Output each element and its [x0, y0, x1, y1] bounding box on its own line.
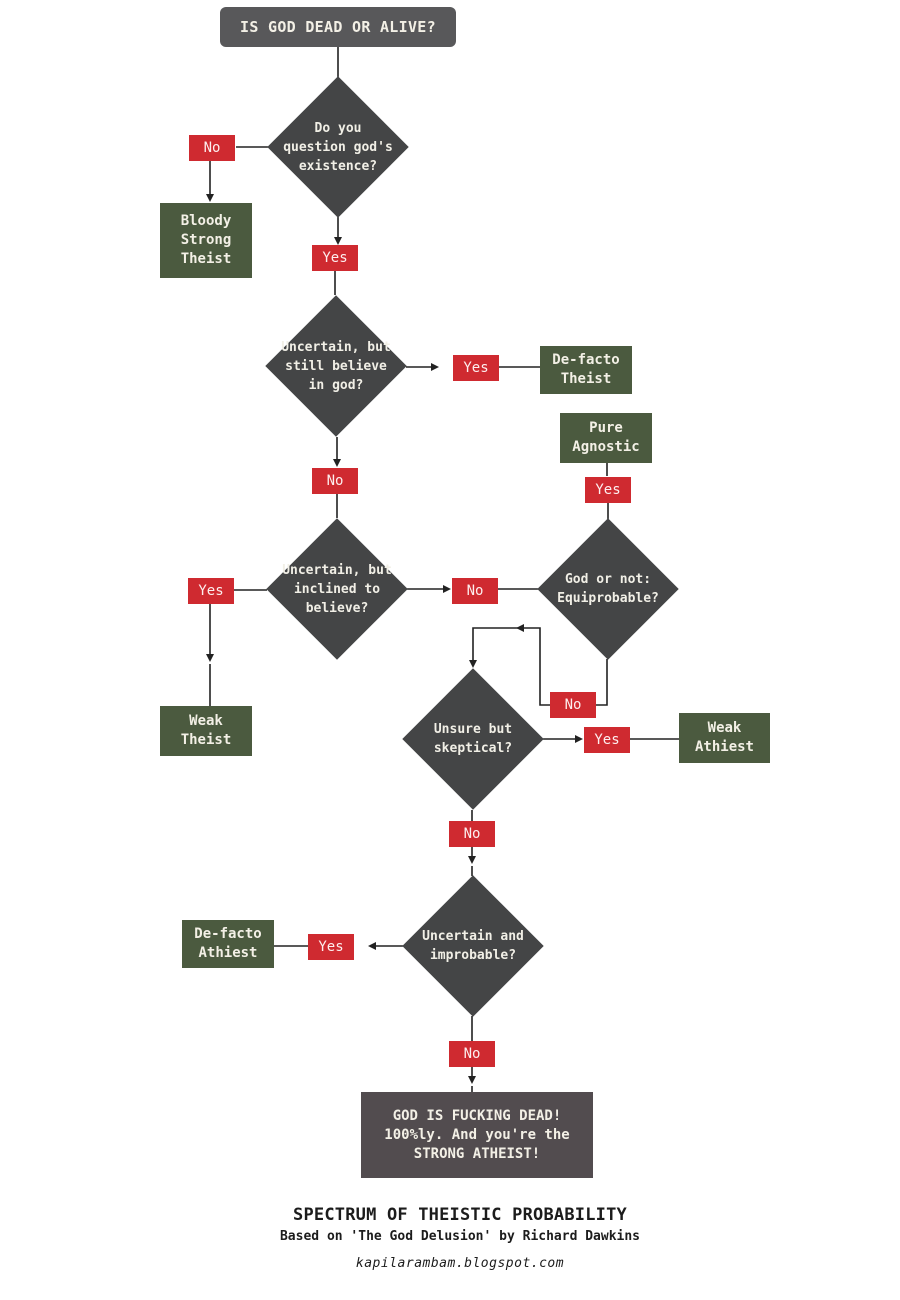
label-q3-no: No — [452, 578, 498, 604]
question-q6: Uncertain and improbable? — [422, 929, 524, 963]
label-q1-yes: Yes — [312, 245, 358, 271]
diagram-title: SPECTRUM OF THEISTIC PROBABILITY — [293, 1205, 627, 1225]
diagram-subtitle: Based on 'The God Delusion' by Richard D… — [279, 1229, 641, 1244]
result-bloody-strong-theist: Bloody Strong Theist — [160, 203, 252, 278]
start-node: IS GOD DEAD OR ALIVE? — [220, 7, 456, 47]
result-weak-athiest: Weak Athiest — [679, 713, 770, 763]
label-q6-yes: Yes — [308, 934, 354, 960]
question-q1: Do you question god's existence? — [283, 120, 393, 174]
question-q4: God or not: Equiprobable? — [557, 572, 659, 606]
result-weak-theist: Weak Theist — [160, 706, 252, 756]
label-q2-no: No — [312, 468, 358, 494]
label-q4-no: No — [550, 692, 596, 718]
result-de-facto-athiest: De-facto Athiest — [182, 920, 274, 968]
question-q5: Unsure but skeptical? — [433, 722, 513, 756]
label-q2-yes: Yes — [453, 355, 499, 381]
label-q6-no: No — [449, 1041, 495, 1067]
source-credit: kapilarambam.blogspot.com — [355, 1256, 565, 1271]
label-q1-no: No — [189, 135, 235, 161]
result-pure-agnostic: Pure Agnostic — [560, 413, 652, 463]
label-q5-yes: Yes — [584, 727, 630, 753]
label-q3-yes: Yes — [188, 578, 234, 604]
final-result: GOD IS FUCKING DEAD! 100%ly. And you're … — [361, 1092, 593, 1178]
label-q4-yes: Yes — [585, 477, 631, 503]
question-q2: Uncertain, but still believe in god? — [281, 339, 391, 393]
label-q5-no: No — [449, 821, 495, 847]
result-de-facto-theist: De-facto Theist — [540, 346, 632, 394]
question-q3: Uncertain, but inclined to believe? — [282, 562, 392, 616]
